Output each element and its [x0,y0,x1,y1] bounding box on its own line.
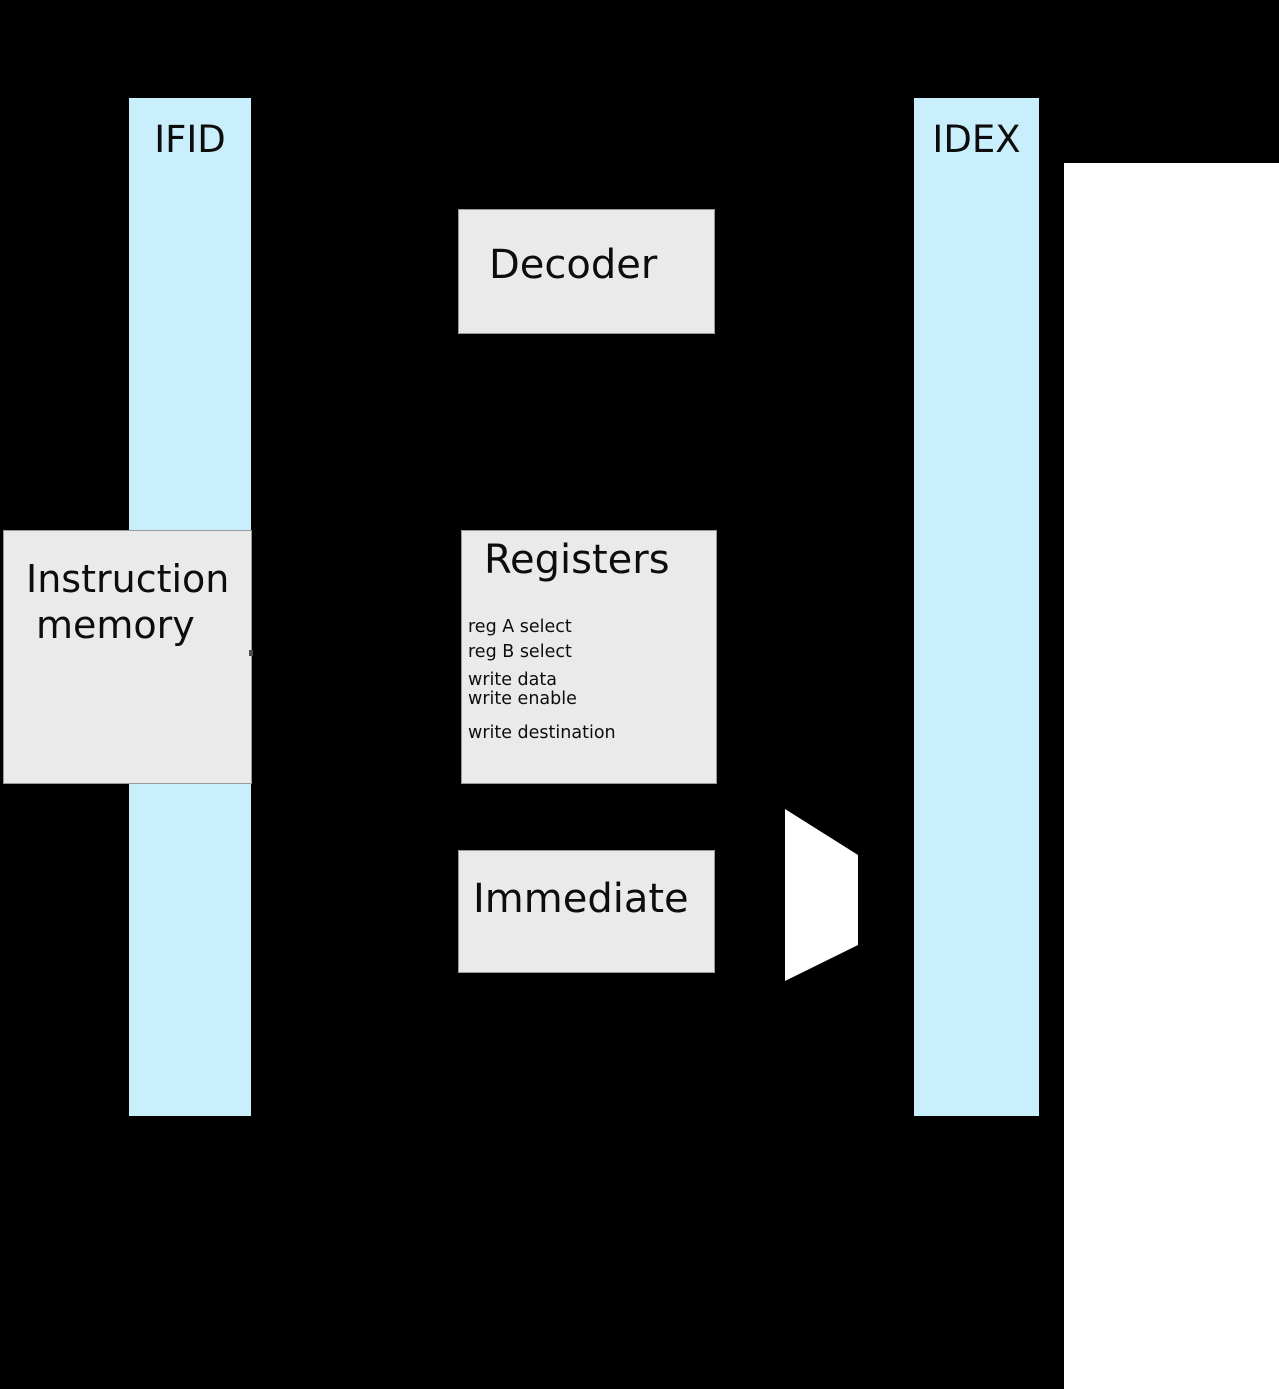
unit-decoder[interactable]: Decoder [458,209,715,334]
registers-port-reg-a-select: reg A select [468,617,572,637]
unit-immediate[interactable]: Immediate [458,850,715,973]
registers-port-write-destination: write destination [468,723,616,743]
registers-port-reg-b-select: reg B select [468,642,572,662]
pipeline-register-idex-label: IDEX [932,118,1021,161]
registers-title: Registers [484,537,670,583]
unit-instruction-memory[interactable]: Instruction memory [3,530,252,784]
instruction-memory-title-line2: memory [36,603,195,647]
unit-registers[interactable]: Registers reg A select reg B select writ… [461,530,717,784]
pipeline-register-ifid-label: IFID [154,118,226,161]
decoder-title: Decoder [489,242,658,288]
registers-port-write-enable: write enable [468,689,577,709]
pipeline-register-idex[interactable]: IDEX [914,98,1039,1116]
instruction-memory-title-line1: Instruction [26,557,230,601]
instruction-memory-output-port-marker [249,650,253,656]
mux-shape [785,809,858,981]
white-panel-right [1064,163,1279,1389]
registers-port-write-data: write data [468,670,557,690]
immediate-title: Immediate [473,876,689,922]
mux-multiplexer[interactable] [780,800,870,995]
